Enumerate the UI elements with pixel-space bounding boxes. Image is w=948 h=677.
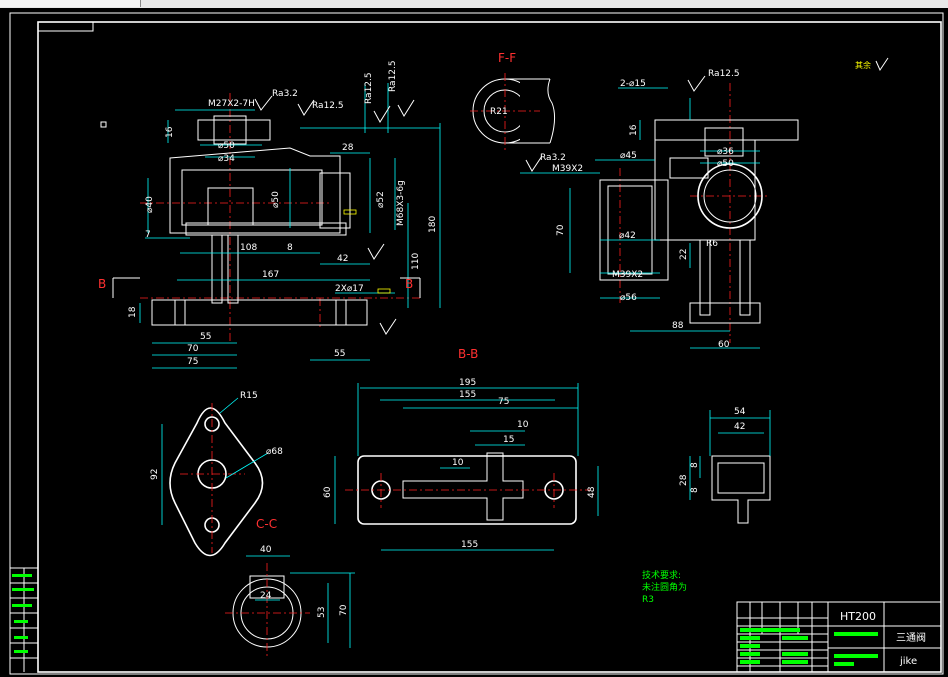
thread-label-m39: M39X2	[612, 270, 643, 280]
dim-label: 92	[150, 469, 160, 480]
dim-label: 60	[718, 340, 730, 350]
rib-section-view[interactable]: 54 42 28 8 8	[679, 407, 771, 524]
dim-label: 88	[672, 321, 684, 331]
ra-label: Ra12.5	[708, 69, 740, 79]
dim-label: 28	[679, 474, 689, 486]
dim-label: 60	[323, 486, 333, 498]
dim-label: ⌀34	[218, 154, 235, 164]
dim-label: 10	[452, 458, 464, 468]
dim-label: 108	[240, 243, 257, 253]
section-marker-b: B	[405, 277, 413, 291]
margin-strip	[10, 567, 38, 672]
ra-label: Ra3.2	[272, 89, 298, 99]
dim-label: 167	[262, 270, 279, 280]
dim-label: ⌀42	[619, 231, 636, 241]
dim-label: ⌀40	[145, 196, 155, 213]
window-title-bar	[0, 0, 948, 8]
dim-label: 55	[200, 332, 211, 342]
dim-label: 40	[260, 545, 272, 555]
bb-section-view[interactable]: B-B 195 155 75 10 15 10 60 48 155	[323, 347, 599, 551]
dim-label: 2-⌀15	[620, 79, 646, 89]
dim-label: 18	[128, 306, 138, 318]
dim-label: 75	[187, 357, 198, 367]
small-marker	[100, 121, 107, 128]
dim-label: ⌀36	[717, 147, 734, 157]
thread-label-m39: M39X2	[552, 164, 583, 174]
dim-label: 75	[498, 397, 509, 407]
dim-label: 110	[411, 253, 421, 270]
dim-label: ⌀50	[717, 159, 734, 169]
dim-label: ⌀52	[376, 191, 386, 208]
view-label-cc: C-C	[256, 517, 277, 531]
part-name: 三通阀	[896, 631, 926, 644]
dim-label: 22	[679, 249, 689, 260]
dim-label: 24	[260, 591, 272, 601]
corner-tab	[37, 21, 94, 32]
front-section-view[interactable]: M27X2-7H Ra3.2 Ra12.5 Ra12.5 Ra12.5 16 ⌀…	[98, 60, 441, 369]
dim-label: 15	[503, 435, 514, 445]
surface-symbol	[875, 57, 889, 72]
dim-label: 2X⌀17	[335, 284, 364, 294]
technical-notes: 技术要求: 未注圆角为 R3	[642, 569, 687, 605]
dim-label: 28	[342, 143, 354, 153]
author-label: jike	[899, 656, 917, 667]
dim-label: 10	[517, 420, 529, 430]
dim-label: 70	[556, 224, 566, 236]
title-block: HT200 三通阀 jike	[736, 601, 942, 673]
title-tab[interactable]	[0, 0, 141, 7]
dim-label: 195	[459, 378, 476, 388]
dim-label: 70	[187, 344, 199, 354]
dim-label: ⌀68	[266, 447, 283, 457]
dim-label: 8	[690, 487, 700, 493]
section-marker-b: B	[98, 277, 106, 291]
dim-label: 180	[428, 216, 438, 233]
dim-label: 16	[165, 126, 175, 138]
cad-drawing-sheet[interactable]: M27X2-7H Ra3.2 Ra12.5 Ra12.5 Ra12.5 16 ⌀…	[0, 8, 948, 677]
dim-label: 70	[339, 604, 349, 616]
ra-label: Ra3.2	[540, 153, 566, 163]
dim-label: R15	[240, 391, 258, 401]
side-section-view[interactable]: 2-⌀15 Ra12.5 16 ⌀36 ⌀50 ⌀45 Ra3.2 M39X2 …	[520, 69, 799, 350]
dim-label: 48	[587, 486, 597, 498]
thread-label-m68: M68X3-6g	[396, 180, 406, 226]
dim-label: 8	[690, 462, 700, 468]
material-label: HT200	[840, 610, 876, 623]
cc-section-view[interactable]: C-C 40 24 53 70	[225, 517, 355, 658]
ra-label: Ra12.5	[312, 101, 344, 111]
view-label-bb: B-B	[458, 347, 478, 361]
dim-label: 7	[145, 230, 151, 240]
svg-text:未注圆角为: 未注圆角为	[642, 581, 687, 593]
dim-label: 16	[629, 124, 639, 136]
svg-text:R3: R3	[642, 595, 654, 605]
dim-label: 42	[734, 422, 745, 432]
dim-label: 55	[334, 349, 345, 359]
dim-label: 155	[459, 390, 476, 400]
dim-label: 54	[734, 407, 746, 417]
ra-label: Ra12.5	[388, 60, 398, 92]
dim-label: ⌀56	[620, 293, 637, 303]
inner-frame	[37, 21, 942, 673]
dim-label: 155	[461, 540, 478, 550]
dim-label: ⌀45	[620, 151, 637, 161]
dim-label: R6	[706, 239, 718, 249]
flange-view[interactable]: R15 ⌀68 92	[150, 391, 283, 557]
thread-label-m27: M27X2-7H	[208, 99, 255, 109]
view-label-ff: F-F	[498, 51, 516, 65]
ff-section-view[interactable]: F-F R21	[470, 51, 556, 150]
dim-label: 53	[317, 607, 327, 618]
surface-note: 其余	[855, 60, 871, 70]
outer-frame	[9, 12, 944, 675]
dim-label: R21	[490, 107, 508, 117]
dim-label: 8	[287, 243, 293, 253]
dim-label: ⌀50	[218, 141, 235, 151]
dim-label: ⌀50	[271, 191, 281, 208]
ra-label: Ra12.5	[364, 72, 374, 104]
svg-text:技术要求:: 技术要求:	[642, 569, 681, 581]
dim-label: 42	[337, 254, 348, 264]
